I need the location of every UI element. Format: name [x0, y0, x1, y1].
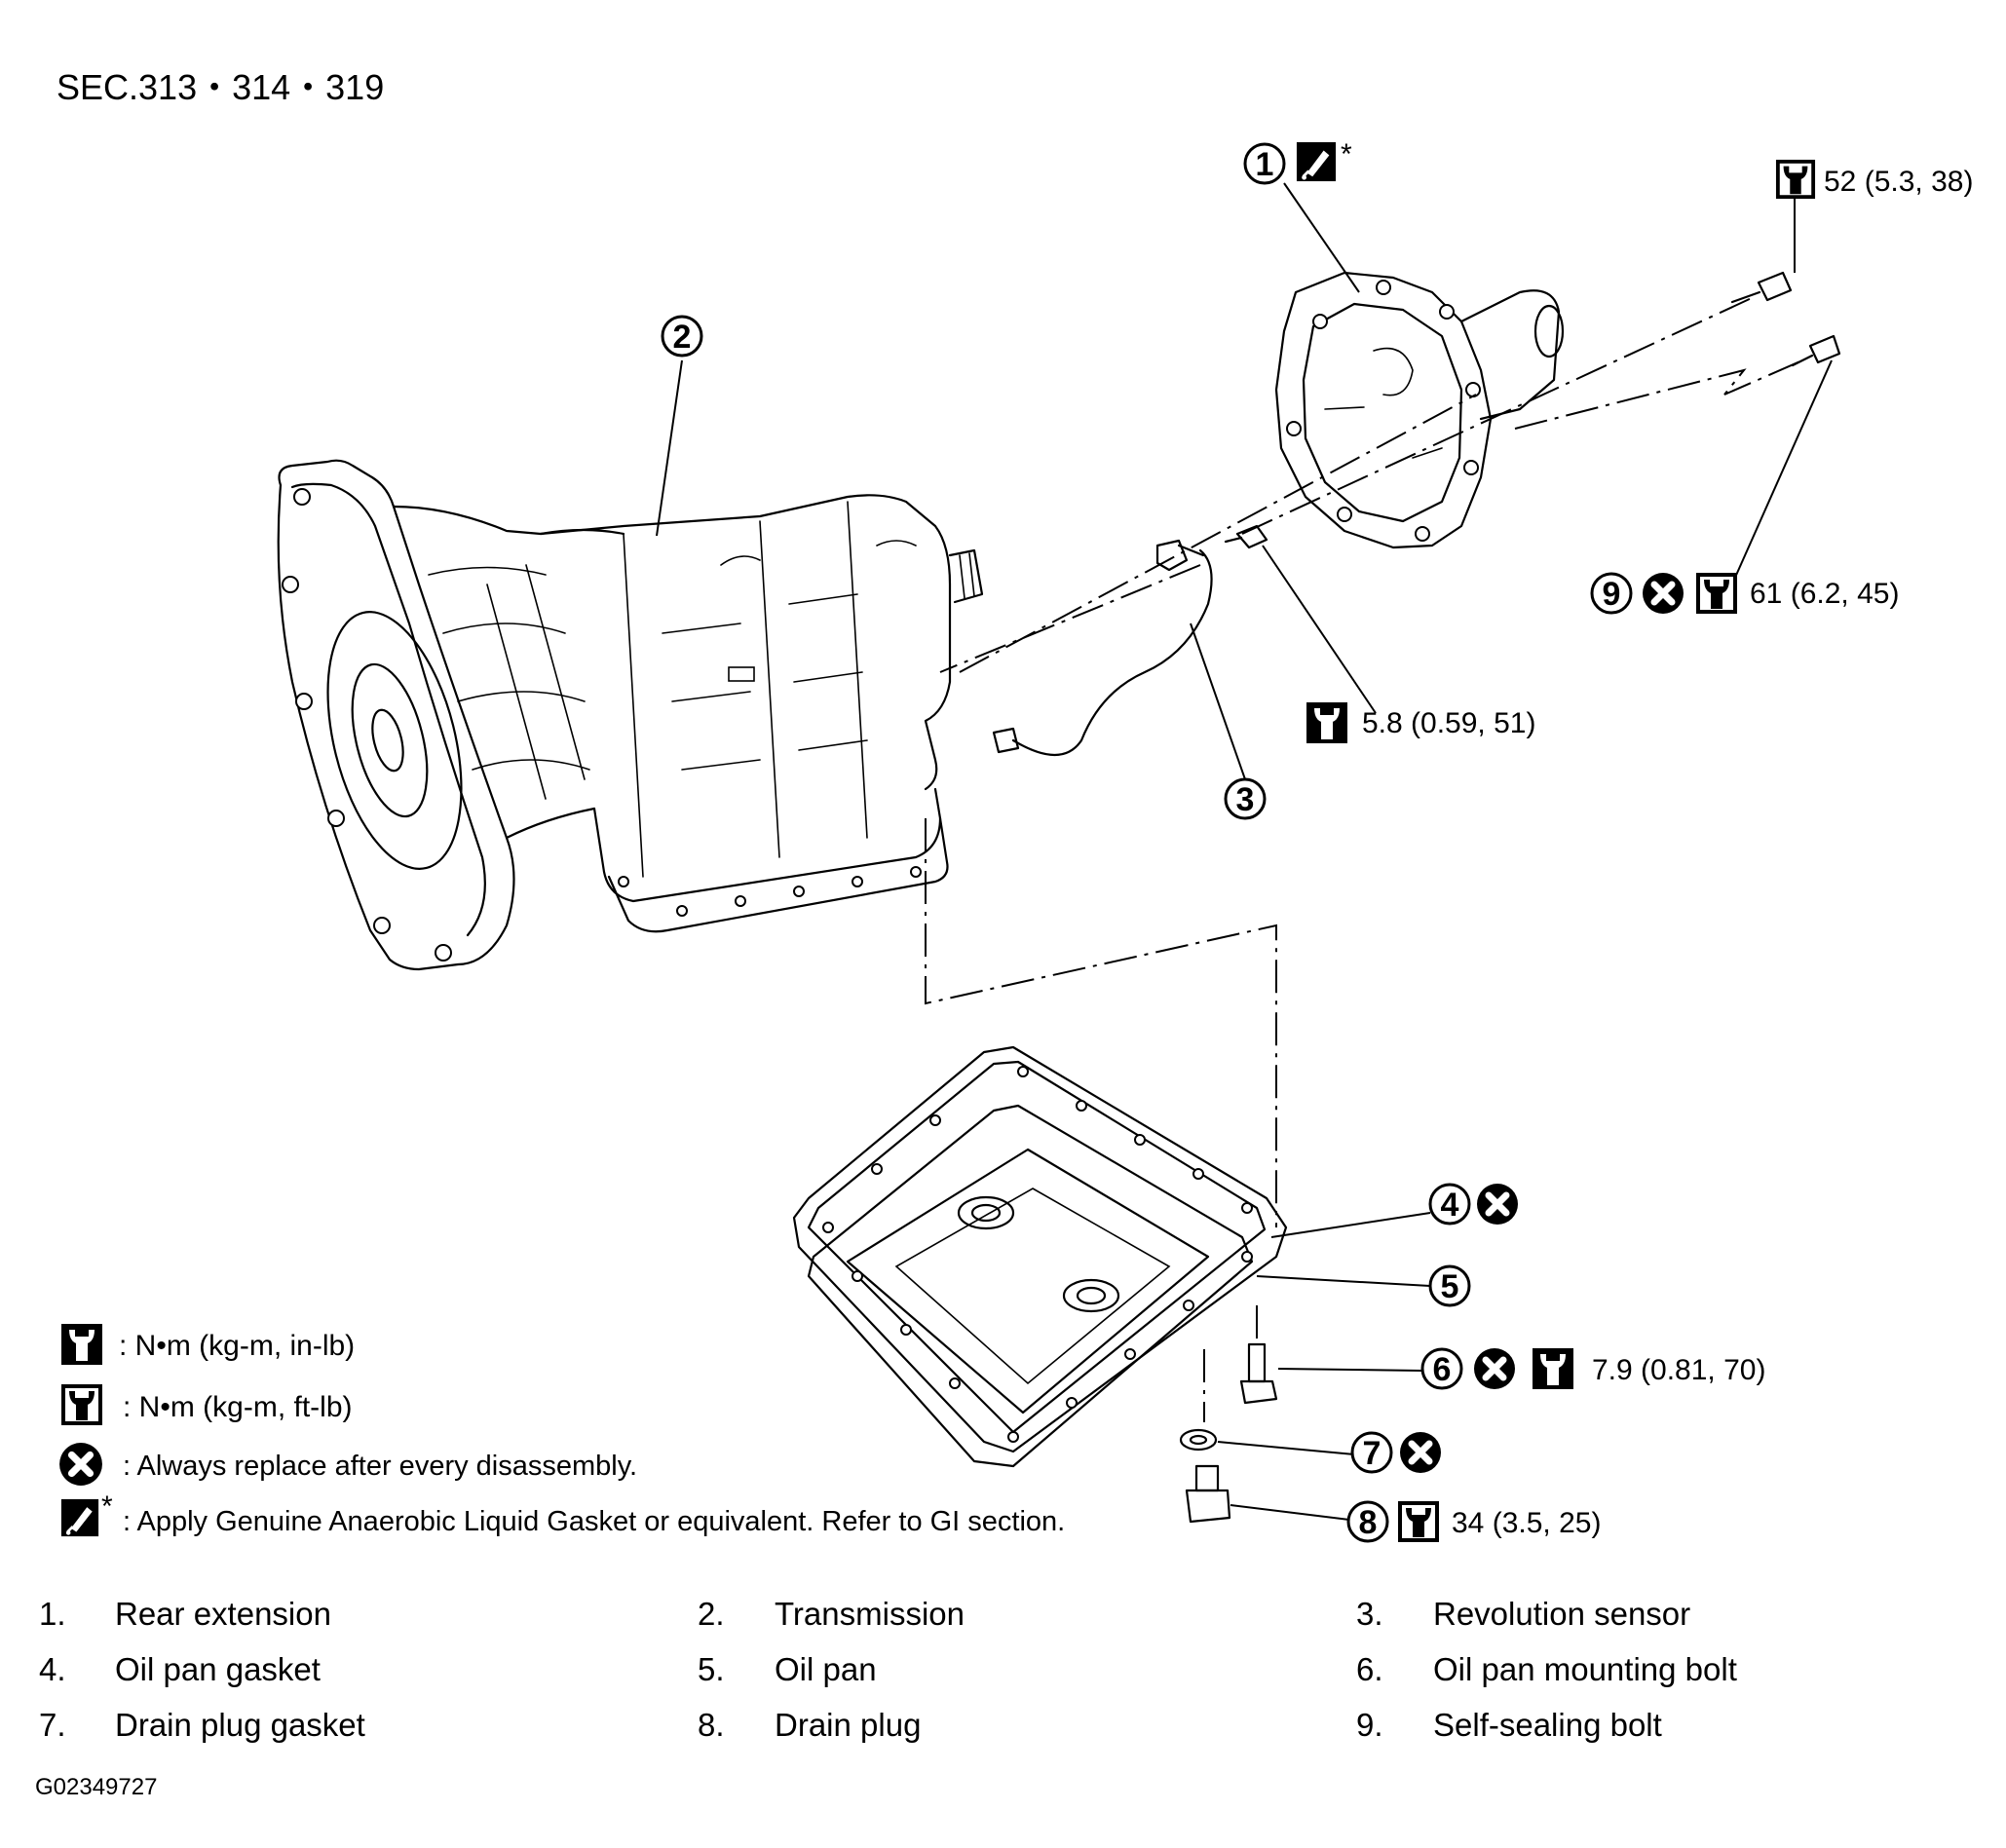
x-circle-icon	[1477, 1184, 1518, 1225]
callout-number: 5	[1441, 1268, 1459, 1305]
callout-9: 9 61 (6.2, 45)	[1590, 573, 1899, 614]
x-circle-icon	[59, 1443, 102, 1486]
legend-sealant-star: *	[101, 1490, 113, 1523]
wrench-filled-icon	[61, 1324, 102, 1365]
callout-2: 2	[661, 315, 703, 358]
callout-number: 6	[1433, 1351, 1452, 1388]
wrench-outline-icon	[61, 1384, 102, 1425]
wrench-filled-icon	[1306, 702, 1347, 743]
parts-list: 1. Rear extension 2. Transmission 3. Rev…	[39, 1596, 1737, 1743]
list-item-name: Oil pan gasket	[115, 1651, 321, 1687]
legend: : N•m (kg-m, in-lb) : N•m (kg-m, ft-lb) …	[59, 1324, 1065, 1537]
callout-6: 6 7.9 (0.81, 70)	[1420, 1348, 1765, 1389]
callout-3: 3	[1224, 777, 1267, 820]
callout-8: 8 34 (3.5, 25)	[1346, 1500, 1601, 1543]
callout-number: 4	[1441, 1187, 1459, 1224]
extension-bolt-torque: 52 (5.3, 38)	[1775, 159, 1973, 200]
list-item-name: Drain plug gasket	[115, 1707, 365, 1743]
list-item-name: Revolution sensor	[1433, 1596, 1690, 1632]
sealant-tube-icon	[1296, 141, 1337, 182]
list-item-number: 2.	[698, 1596, 725, 1632]
section-reference: SEC.313・314・319	[57, 67, 384, 107]
sensor-bolt-torque: 5.8 (0.59, 51)	[1306, 702, 1535, 743]
legend-ft-lb: : N•m (kg-m, ft-lb)	[123, 1391, 353, 1423]
torque-value: 52 (5.3, 38)	[1824, 166, 1973, 198]
legend-replace: : Always replace after every disassembly…	[123, 1451, 637, 1482]
x-circle-icon	[1400, 1432, 1441, 1473]
sealant-tube-icon	[60, 1498, 99, 1537]
x-circle-icon	[1474, 1348, 1515, 1389]
list-item-name: Self-sealing bolt	[1433, 1707, 1662, 1743]
list-item-number: 6.	[1356, 1651, 1383, 1687]
callout-4: 4	[1428, 1184, 1518, 1225]
figure-id: G02349727	[35, 1774, 157, 1800]
callout-1: 1 *	[1243, 138, 1352, 185]
wrench-outline-icon	[1398, 1501, 1439, 1542]
callout-number: 7	[1363, 1435, 1381, 1472]
leader-lines	[656, 182, 1833, 1521]
list-item-name: Oil pan	[775, 1651, 877, 1687]
torque-value: 61 (6.2, 45)	[1750, 578, 1899, 610]
list-item-name: Drain plug	[775, 1707, 921, 1743]
callout-number: 3	[1236, 781, 1255, 818]
extension-bolts-drawing	[1730, 271, 1841, 367]
sensor-bolt-drawing	[1224, 524, 1268, 549]
wrench-outline-icon	[1696, 573, 1737, 614]
list-item-number: 3.	[1356, 1596, 1383, 1632]
revolution-sensor-drawing	[992, 539, 1213, 757]
x-circle-icon	[1643, 573, 1684, 614]
list-item-name: Rear extension	[115, 1596, 331, 1632]
sealant-star: *	[1341, 138, 1352, 170]
list-item-number: 8.	[698, 1707, 725, 1743]
small-parts-drawing	[1179, 1342, 1278, 1524]
list-item-name: Transmission	[775, 1596, 965, 1632]
legend-sealant: : Apply Genuine Anaerobic Liquid Gasket …	[123, 1506, 1065, 1537]
callout-7: 7	[1350, 1432, 1441, 1473]
callout-5: 5	[1428, 1264, 1471, 1307]
torque-value: 34 (3.5, 25)	[1452, 1507, 1601, 1539]
rear-extension-drawing	[1274, 271, 1565, 549]
wrench-outline-icon	[1775, 159, 1816, 200]
torque-value: 5.8 (0.59, 51)	[1362, 707, 1535, 739]
callout-number: 9	[1603, 576, 1621, 613]
list-item-number: 9.	[1356, 1707, 1383, 1743]
oil-pan-drawing	[792, 1045, 1288, 1468]
wrench-filled-icon	[1533, 1348, 1573, 1389]
legend-in-lb: : N•m (kg-m, in-lb)	[119, 1330, 355, 1362]
transmission-drawing	[277, 459, 984, 971]
list-item-name: Oil pan mounting bolt	[1433, 1651, 1737, 1687]
list-item-number: 7.	[39, 1707, 66, 1743]
torque-value: 7.9 (0.81, 70)	[1592, 1354, 1765, 1386]
list-item-number: 5.	[698, 1651, 725, 1687]
callout-number: 1	[1256, 146, 1274, 183]
list-item-number: 4.	[39, 1651, 66, 1687]
list-item-number: 1.	[39, 1596, 66, 1632]
callout-number: 8	[1359, 1504, 1378, 1541]
callout-number: 2	[673, 319, 692, 356]
